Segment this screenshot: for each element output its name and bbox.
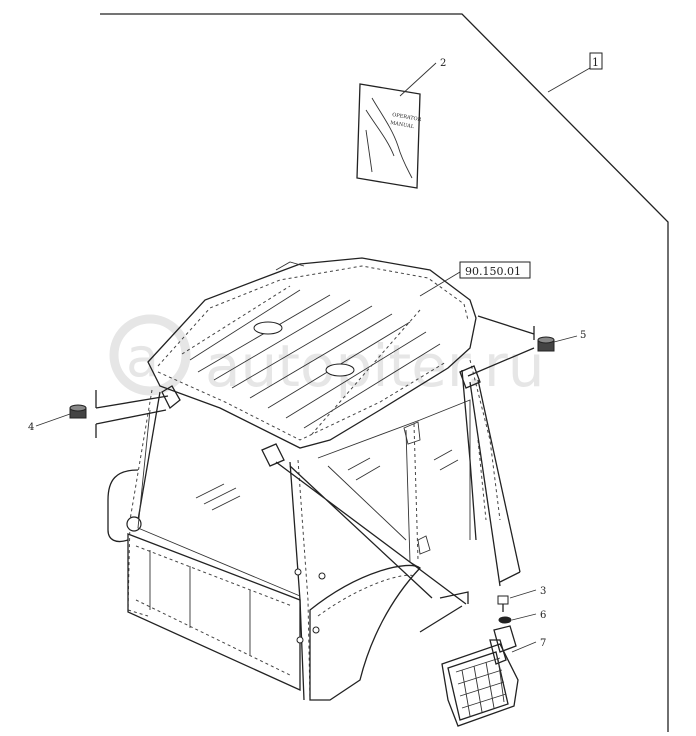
- light-mount-brackets: [419, 571, 521, 633]
- watermark-text: autopiter.ru: [205, 332, 544, 400]
- svg-text:a: a: [126, 326, 159, 389]
- nut-left-leader: [35, 413, 71, 427]
- callout-3: 3: [540, 586, 546, 597]
- work-light-leader: [511, 641, 537, 653]
- light-mount-leader-rear: [469, 379, 521, 587]
- washer-leader: [511, 613, 537, 621]
- callout-6: 6: [540, 610, 546, 621]
- callout-4: 4: [28, 422, 34, 433]
- washer: [498, 616, 512, 624]
- manual-cover-line-2: MANUAL: [390, 120, 415, 130]
- cab-roof: [147, 257, 477, 449]
- callout-2: 2: [440, 58, 446, 69]
- assembly-ref-box: [589, 52, 603, 70]
- assembly-boundary-line: [100, 13, 669, 732]
- callout-5: 5: [580, 330, 586, 341]
- nut-right: [537, 336, 555, 352]
- work-light: [441, 625, 519, 727]
- bolt-leader: [509, 589, 537, 599]
- nut-right-leader: [553, 335, 578, 343]
- manual-leader: [399, 62, 437, 97]
- manual-cover-line-1: OPERATOR: [392, 112, 422, 123]
- assembly-ref-label: 1: [592, 56, 599, 69]
- cab-roof-leader: [419, 271, 461, 297]
- operator-manual: OPERATOR MANUAL: [356, 83, 422, 189]
- cab-body: [107, 359, 501, 701]
- callout-7: 7: [540, 638, 546, 649]
- cab-roof-ref-box: [459, 261, 531, 279]
- assembly-leader: [547, 67, 591, 93]
- nut-left: [69, 404, 87, 419]
- bolt: [497, 595, 509, 612]
- nut-left-bracket: [95, 390, 169, 438]
- cab-roof-ref-label: 90.150.01: [465, 265, 521, 278]
- nut-right-bracket: [467, 315, 535, 377]
- light-mount-leader-front: [275, 461, 467, 605]
